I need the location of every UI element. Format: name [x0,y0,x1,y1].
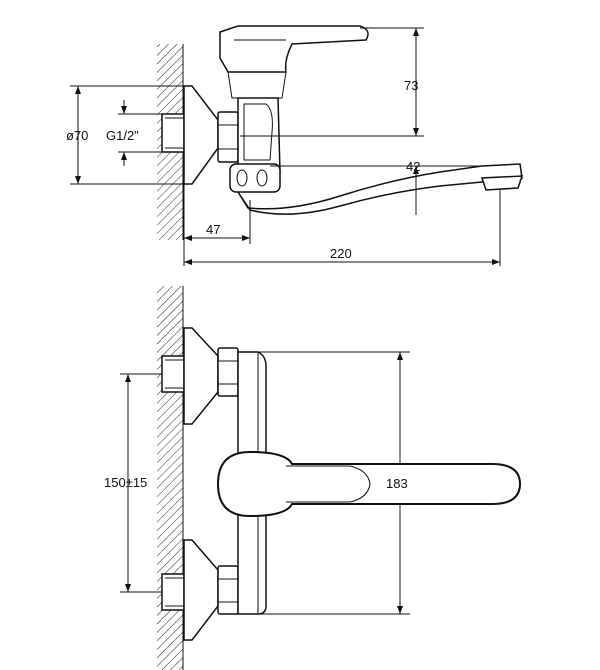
upper-inlet [161,327,239,425]
front-view: 150±15 183 [104,286,522,670]
dim-thread [118,100,162,166]
height-42-label: 42 [406,159,420,174]
lever-handle [219,25,369,99]
diameter-label: ø70 [66,128,88,143]
length-220-label: 220 [330,246,352,261]
dim-length-220 [184,190,501,266]
front-lever-handle [216,450,522,518]
escutcheon-flange [183,85,219,185]
dim-height-73 [240,27,424,137]
dim-spacing-150 [120,373,162,593]
body-window [243,103,273,161]
diverter-ring [229,163,281,193]
side-view: ø70 G1/2" 73 42 [66,25,524,266]
inlet-pipe [161,113,185,153]
wall-section-bottom [157,286,183,670]
dim-offset-47 [183,184,251,266]
spout [237,163,524,215]
dim-height-42 [270,165,484,215]
height-73-label: 73 [404,78,418,93]
spacing-150-label: 150±15 [104,475,147,490]
offset-47-label: 47 [206,222,220,237]
hex-nut [217,111,239,163]
thread-label: G1/2" [106,128,139,143]
dim-height-183 [258,351,410,615]
height-183-label: 183 [386,476,408,491]
dim-diameter [70,85,184,185]
lower-inlet [161,539,239,641]
